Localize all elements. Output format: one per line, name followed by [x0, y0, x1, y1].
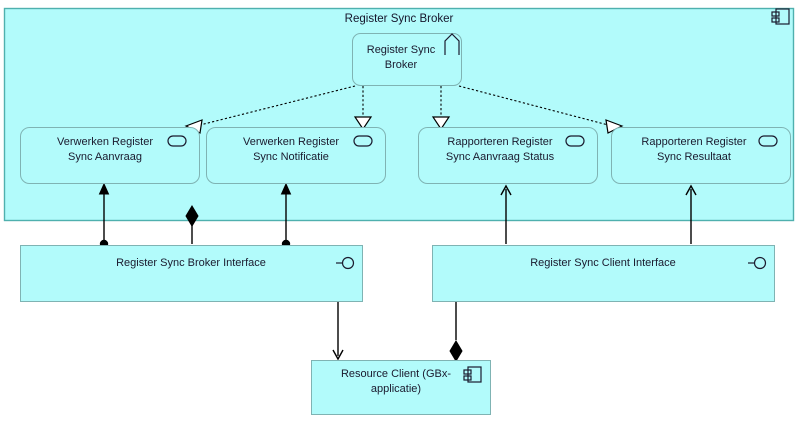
rel-realize-notificatie[interactable]	[353, 86, 373, 131]
node-background	[206, 127, 386, 184]
node-background	[20, 245, 363, 302]
open-arrowhead	[685, 184, 697, 196]
archimate-application-service-icon	[167, 135, 187, 147]
node-register-sync-client-interface[interactable]: Register Sync Client Interface	[432, 245, 775, 302]
node-label-line-1: Rapporteren Register	[447, 136, 553, 148]
rel-broker-iface-to-client[interactable]	[332, 302, 344, 361]
node-background	[611, 127, 791, 184]
node-label-line-1: Register Sync	[367, 44, 436, 56]
solid-arrowhead	[98, 182, 110, 195]
node-background	[311, 360, 491, 415]
provided-interface-lollipop-icon	[748, 256, 767, 270]
archimate-application-component-icon	[444, 33, 460, 55]
rel-realize-aanvraag-status[interactable]	[431, 86, 451, 131]
node-verwerken-register-sync-notificatie[interactable]: Verwerken Register Sync Notificatie	[206, 127, 386, 184]
node-background	[418, 127, 598, 184]
node-rapporteren-register-sync-resultaat[interactable]: Rapporteren Register Sync Resultaat	[611, 127, 791, 184]
node-label-line-1: Rapporteren Register	[641, 136, 747, 148]
node-label-line-1: Resource Client (GBx-	[341, 368, 451, 380]
uml-component-icon	[771, 8, 790, 25]
rel-composition-client[interactable]	[449, 302, 463, 362]
node-background	[352, 33, 462, 86]
node-label-line-1: Verwerken Register	[243, 136, 339, 148]
hollow-triangle-arrowhead	[353, 116, 373, 131]
node-label-line-2: applicatie)	[371, 383, 421, 395]
node-background	[432, 245, 775, 302]
node-verwerken-register-sync-aanvraag[interactable]: Verwerken Register Sync Aanvraag	[20, 127, 200, 184]
node-label: Register Sync Broker Interface	[116, 257, 266, 269]
node-label-line-2: Broker	[385, 59, 418, 71]
rel-client-iface-aanvraag-status[interactable]	[500, 184, 512, 244]
archimate-application-service-icon	[565, 135, 585, 147]
uml-component-icon	[463, 366, 482, 383]
filled-diamond	[185, 205, 199, 227]
node-register-sync-broker-interface[interactable]: Register Sync Broker Interface	[20, 245, 363, 302]
open-arrowhead	[332, 349, 344, 361]
node-label-line-2: Sync Aanvraag Status	[446, 151, 555, 163]
node-rapporteren-register-sync-aanvraag-status[interactable]: Rapporteren Register Sync Aanvraag Statu…	[418, 127, 598, 184]
archimate-application-service-icon	[758, 135, 778, 147]
node-label-line-2: Sync Resultaat	[657, 151, 731, 163]
solid-arrowhead	[280, 182, 292, 195]
provided-interface-lollipop-icon	[336, 256, 355, 270]
open-arrowhead	[500, 184, 512, 196]
rel-client-iface-resultaat[interactable]	[685, 184, 697, 244]
archimate-application-service-icon	[353, 135, 373, 147]
filled-diamond	[449, 340, 463, 362]
container-title: Register Sync Broker	[345, 13, 454, 25]
node-register-sync-broker-component[interactable]: Register Sync Broker	[352, 33, 462, 86]
node-label: Register Sync Client Interface	[530, 257, 676, 269]
node-label-line-1: Verwerken Register	[57, 136, 153, 148]
node-resource-client-gbx-applicatie[interactable]: Resource Client (GBx- applicatie)	[311, 360, 491, 415]
rel-composition-broker-iface[interactable]	[185, 205, 199, 244]
node-background	[20, 127, 200, 184]
node-label-line-2: Sync Aanvraag	[68, 151, 142, 163]
hollow-triangle-arrowhead	[431, 116, 451, 131]
node-label-line-2: Sync Notificatie	[253, 151, 329, 163]
